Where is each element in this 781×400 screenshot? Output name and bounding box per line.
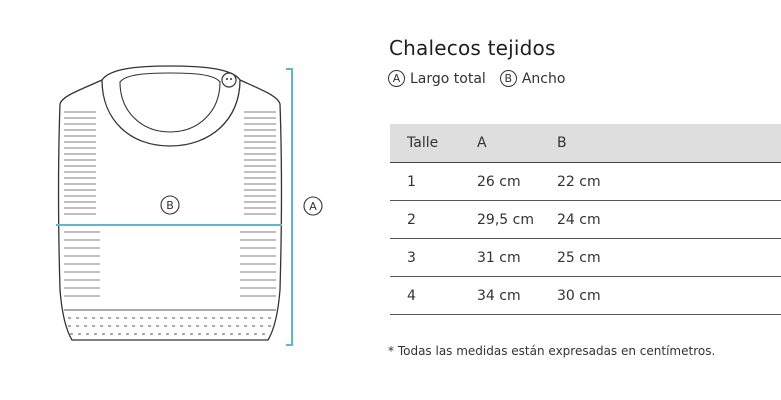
table-row: 3 31 cm 25 cm	[390, 238, 781, 277]
width-marker	[160, 195, 180, 215]
header-b: B	[557, 124, 781, 163]
table-row: 2 29,5 cm 24 cm	[390, 200, 781, 239]
knit-stripes-right	[240, 111, 276, 297]
width-marker-letter: B	[166, 199, 174, 212]
table-cell: 1	[390, 162, 477, 201]
table-cell: 4	[390, 276, 477, 315]
table-cell: 30 cm	[557, 276, 781, 315]
knit-stripes-left	[64, 111, 100, 297]
legend: A Largo total B Ancho	[388, 70, 579, 87]
table-cell: 2	[390, 200, 477, 239]
legend-marker-b: B	[499, 70, 517, 87]
footnote: * Todas las medidas están expresadas en …	[388, 344, 716, 358]
table-cell: 26 cm	[477, 162, 557, 201]
table-row: 1 26 cm 22 cm	[390, 162, 781, 201]
header-talle: Talle	[390, 124, 477, 163]
table-cell: 3	[390, 238, 477, 277]
legend-marker-a: A	[388, 70, 405, 87]
size-table: Talle A B 1 26 cm 22 cm 2 29,5 cm 24 cm …	[390, 124, 781, 315]
knit-hem	[64, 309, 276, 335]
header-a: A	[477, 124, 557, 163]
table-cell: 22 cm	[557, 162, 781, 201]
length-marker-letter: A	[309, 200, 317, 213]
vest-neckline-inner	[119, 72, 221, 133]
table-cell: 34 cm	[477, 276, 557, 315]
vest-neckline	[101, 65, 241, 147]
table-cell: 29,5 cm	[477, 200, 557, 239]
table-header-row: Talle A B	[390, 124, 781, 163]
table-row: 4 34 cm 30 cm	[390, 276, 781, 315]
legend-label-a: Largo total	[410, 70, 486, 87]
vest-illustration: B A	[56, 65, 323, 346]
table-cell: 24 cm	[557, 200, 781, 239]
button-icon	[221, 72, 237, 88]
table-cell: 31 cm	[477, 238, 557, 277]
vest-outline	[57, 79, 283, 341]
page-title: Chalecos tejidos	[389, 36, 556, 60]
table-cell: 25 cm	[557, 238, 781, 277]
length-marker	[303, 196, 323, 216]
legend-label-b: Ancho	[521, 70, 566, 87]
